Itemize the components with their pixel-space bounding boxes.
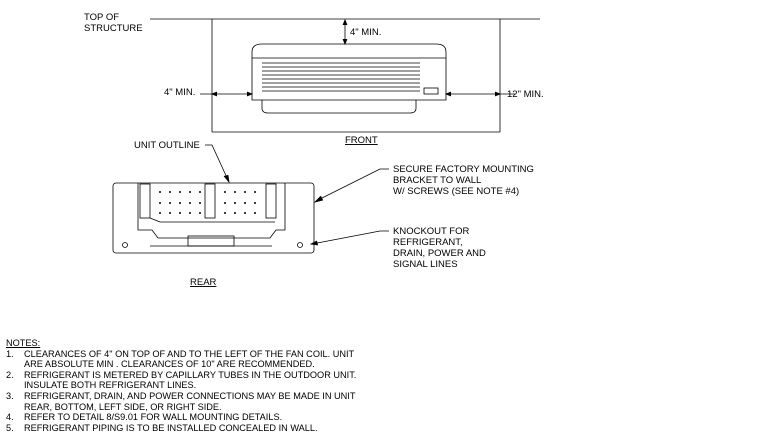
knockout-note-leader bbox=[311, 230, 389, 245]
unit-outline-arrow bbox=[223, 174, 230, 184]
note-text: REFRIGERANT IS METERED BY CAPILLARY TUBE… bbox=[24, 370, 426, 391]
unit-outline bbox=[112, 182, 315, 254]
note-text: REFER TO DETAIL 8/S9.01 FOR WALL MOUNTIN… bbox=[24, 412, 426, 423]
top-arrow-down bbox=[342, 38, 348, 46]
note-line: REFRIGERANT, DRAIN, AND POWER CONNECTION… bbox=[24, 390, 356, 401]
rear-caption: REAR bbox=[190, 277, 217, 288]
note-line: REFRIGERANT IS METERED BY CAPILLARY TUBE… bbox=[24, 369, 357, 380]
note-item: 4. REFER TO DETAIL 8/S9.01 FOR WALL MOUN… bbox=[6, 412, 426, 423]
notes-block: NOTES: 1. CLEARANCES OF 4" ON TOP OF AND… bbox=[6, 338, 426, 433]
right-arrow-2 bbox=[494, 91, 502, 97]
front-caption: FRONT bbox=[345, 135, 378, 146]
knockout-note-line-1: KNOCKOUT FOR bbox=[393, 226, 469, 237]
bracket-note-line-2: BRACKET TO WALL bbox=[393, 175, 481, 186]
top-of-structure-label-1: TOP OF bbox=[84, 12, 119, 23]
note-line: CLEARANCES OF 4" ON TOP OF AND TO THE LE… bbox=[24, 348, 355, 359]
top-arrow-up bbox=[342, 18, 348, 26]
bracket-screw-holes bbox=[159, 191, 256, 214]
right-arrow-1 bbox=[444, 91, 452, 97]
note-line: REFRIGERANT PIPING IS TO BE INSTALLED CO… bbox=[24, 422, 318, 433]
bracket-note-leader bbox=[315, 168, 389, 202]
note-line: INSULATE BOTH REFRIGERANT LINES. bbox=[24, 380, 197, 391]
fan-coil-unit-front bbox=[251, 43, 447, 114]
knockout-left bbox=[122, 242, 128, 248]
bracket-note-arrow bbox=[313, 195, 324, 203]
bracket-note-line-1: SECURE FACTORY MOUNTING bbox=[393, 164, 534, 175]
note-number: 3. bbox=[6, 390, 14, 401]
note-number: 2. bbox=[6, 369, 14, 380]
note-text: CLEARANCES OF 4" ON TOP OF AND TO THE LE… bbox=[24, 349, 426, 370]
notes-title: NOTES: bbox=[6, 338, 41, 348]
note-number: 1. bbox=[6, 348, 14, 359]
right-clearance-label: 12" MIN. bbox=[507, 89, 544, 100]
knockout-note-line-4: SIGNAL LINES bbox=[393, 259, 458, 270]
note-line: REFER TO DETAIL 8/S9.01 FOR WALL MOUNTIN… bbox=[24, 412, 283, 423]
unit-outline-label: UNIT OUTLINE bbox=[134, 140, 200, 151]
note-item: 1. CLEARANCES OF 4" ON TOP OF AND TO THE… bbox=[6, 349, 426, 370]
knockout-note-line-2: REFRIGERANT, bbox=[393, 237, 463, 248]
unit-outline-leader bbox=[205, 144, 229, 181]
mounting-bracket bbox=[137, 183, 286, 247]
note-line: ARE ABSOLUTE MIN . CLEARANCES OF 10" ARE… bbox=[24, 359, 315, 370]
note-line: REAR, BOTTOM, LEFT SIDE, OR RIGHT SIDE. bbox=[24, 401, 222, 412]
note-item: 5. REFRIGERANT PIPING IS TO BE INSTALLED… bbox=[6, 423, 426, 434]
rear-view: UNIT OUTLINE SECURE FAC bbox=[112, 140, 534, 288]
left-clearance-label: 4" MIN. bbox=[164, 87, 195, 98]
knockout-right bbox=[297, 242, 303, 248]
note-item: 3. REFRIGERANT, DRAIN, AND POWER CONNECT… bbox=[6, 391, 426, 412]
note-number: 5. bbox=[6, 422, 14, 433]
knockout-note-line-3: DRAIN, POWER AND bbox=[393, 248, 486, 259]
note-text: REFRIGERANT PIPING IS TO BE INSTALLED CO… bbox=[24, 423, 426, 434]
top-of-structure-label-2: STRUCTURE bbox=[84, 23, 143, 34]
note-item: 2. REFRIGERANT IS METERED BY CAPILLARY T… bbox=[6, 370, 426, 391]
left-arrow-1 bbox=[210, 91, 218, 97]
bracket-note-line-3: W/ SCREWS (SEE NOTE #4) bbox=[393, 186, 519, 197]
top-clearance-label: 4" MIN. bbox=[350, 27, 381, 38]
note-number: 4. bbox=[6, 412, 14, 423]
left-arrow-2 bbox=[246, 91, 254, 97]
knockout-note-arrow bbox=[309, 240, 319, 246]
front-view: TOP OF STRUCTURE 4" MIN. bbox=[84, 12, 544, 146]
note-text: REFRIGERANT, DRAIN, AND POWER CONNECTION… bbox=[24, 391, 426, 412]
